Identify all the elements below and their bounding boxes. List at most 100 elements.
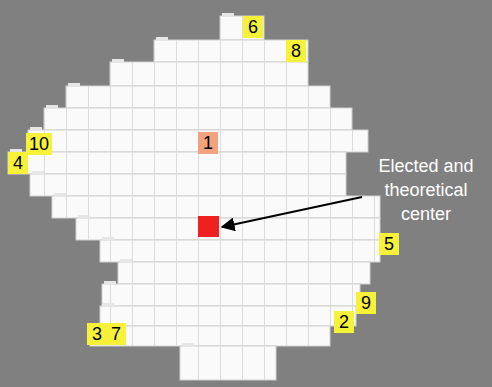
brick-seam (154, 218, 155, 240)
brick-seam (242, 152, 243, 174)
brick-seam (264, 62, 265, 86)
brick-seam (264, 284, 265, 306)
callout-number: 5 (379, 233, 399, 255)
brick-seam (154, 62, 155, 86)
brick-seam (220, 86, 221, 108)
brick-seam (286, 240, 287, 262)
brick-row (76, 218, 380, 240)
brick-seam (242, 306, 243, 326)
brick-seam (132, 174, 133, 196)
brick-seam (220, 108, 221, 130)
brick-seam (198, 196, 199, 218)
brick-seam (110, 218, 111, 240)
brick-seam (66, 174, 67, 196)
brick-seam (110, 174, 111, 196)
brick-seam (176, 130, 177, 152)
brick-seam (110, 240, 111, 262)
callout-number: 10 (26, 133, 52, 155)
brick-seam (330, 306, 331, 326)
brick-seam (374, 196, 375, 218)
brick-row (8, 152, 346, 174)
brick-seam (308, 152, 309, 174)
brick-seam (198, 62, 199, 86)
brick-seam (220, 196, 221, 218)
brick-stud (78, 215, 90, 218)
brick-seam (198, 174, 199, 196)
callout-number: 4 (8, 152, 28, 174)
callout-number: 6 (243, 16, 263, 38)
brick-seam (198, 346, 199, 380)
brick-seam (44, 174, 45, 196)
brick-seam (308, 196, 309, 218)
brick-seam (264, 108, 265, 130)
brick-seam (176, 306, 177, 326)
brick-seam (220, 346, 221, 380)
brick-seam (88, 152, 89, 174)
brick-seam (220, 306, 221, 326)
brick-seam (154, 326, 155, 346)
brick-seam (220, 130, 221, 152)
brick-seam (308, 174, 309, 196)
brick-seam (132, 130, 133, 152)
brick-seam (308, 240, 309, 262)
brick-seam (308, 326, 309, 346)
brick-seam (110, 86, 111, 108)
brick-row (118, 262, 370, 284)
brick-stud (120, 259, 132, 262)
brick-row (102, 284, 360, 306)
callout-number: 7 (106, 323, 126, 345)
brick-seam (308, 284, 309, 306)
brick-seam (176, 240, 177, 262)
brick-seam (154, 196, 155, 218)
brick-seam (330, 240, 331, 262)
center-brick (198, 216, 219, 237)
brick-stud (68, 83, 80, 86)
brick-seam (132, 262, 133, 284)
brick-seam (286, 108, 287, 130)
brick-seam (154, 306, 155, 326)
brick-seam (308, 86, 309, 108)
brick-seam (330, 108, 331, 130)
brick-seam (264, 240, 265, 262)
brick-seam (242, 174, 243, 196)
brick-seam (220, 218, 221, 240)
brick-seam (242, 218, 243, 240)
brick-seam (132, 86, 133, 108)
brick-seam (176, 196, 177, 218)
brick-row (90, 326, 330, 346)
brick-seam (220, 262, 221, 284)
brick-seam (330, 262, 331, 284)
brick-seam (110, 108, 111, 130)
brick-seam (264, 326, 265, 346)
brick-seam (154, 240, 155, 262)
brick-seam (264, 346, 265, 380)
brick-seam (154, 284, 155, 306)
brick-seam (176, 62, 177, 86)
brick-stud (46, 105, 58, 108)
brick-seam (176, 108, 177, 130)
brick-seam (220, 326, 221, 346)
brick-stud (156, 37, 168, 40)
brick-seam (286, 174, 287, 196)
brick-seam (154, 108, 155, 130)
brick-grid (8, 13, 380, 380)
brick-seam (330, 174, 331, 196)
brick-seam (308, 306, 309, 326)
brick-seam (286, 196, 287, 218)
brick-seam (198, 40, 199, 62)
brick-seam (44, 108, 45, 130)
brick-row (100, 240, 380, 262)
brick-seam (352, 262, 353, 284)
callout-number: 2 (334, 311, 354, 333)
brick-seam (88, 108, 89, 130)
brick-seam (242, 196, 243, 218)
brick-seam (66, 108, 67, 130)
brick-seam (286, 306, 287, 326)
brick-seam (176, 326, 177, 346)
brick-stud (102, 237, 114, 240)
brick-seam (198, 326, 199, 346)
brick-seam (374, 240, 375, 262)
brick-seam (264, 174, 265, 196)
brick-seam (242, 326, 243, 346)
brick-seam (264, 130, 265, 152)
